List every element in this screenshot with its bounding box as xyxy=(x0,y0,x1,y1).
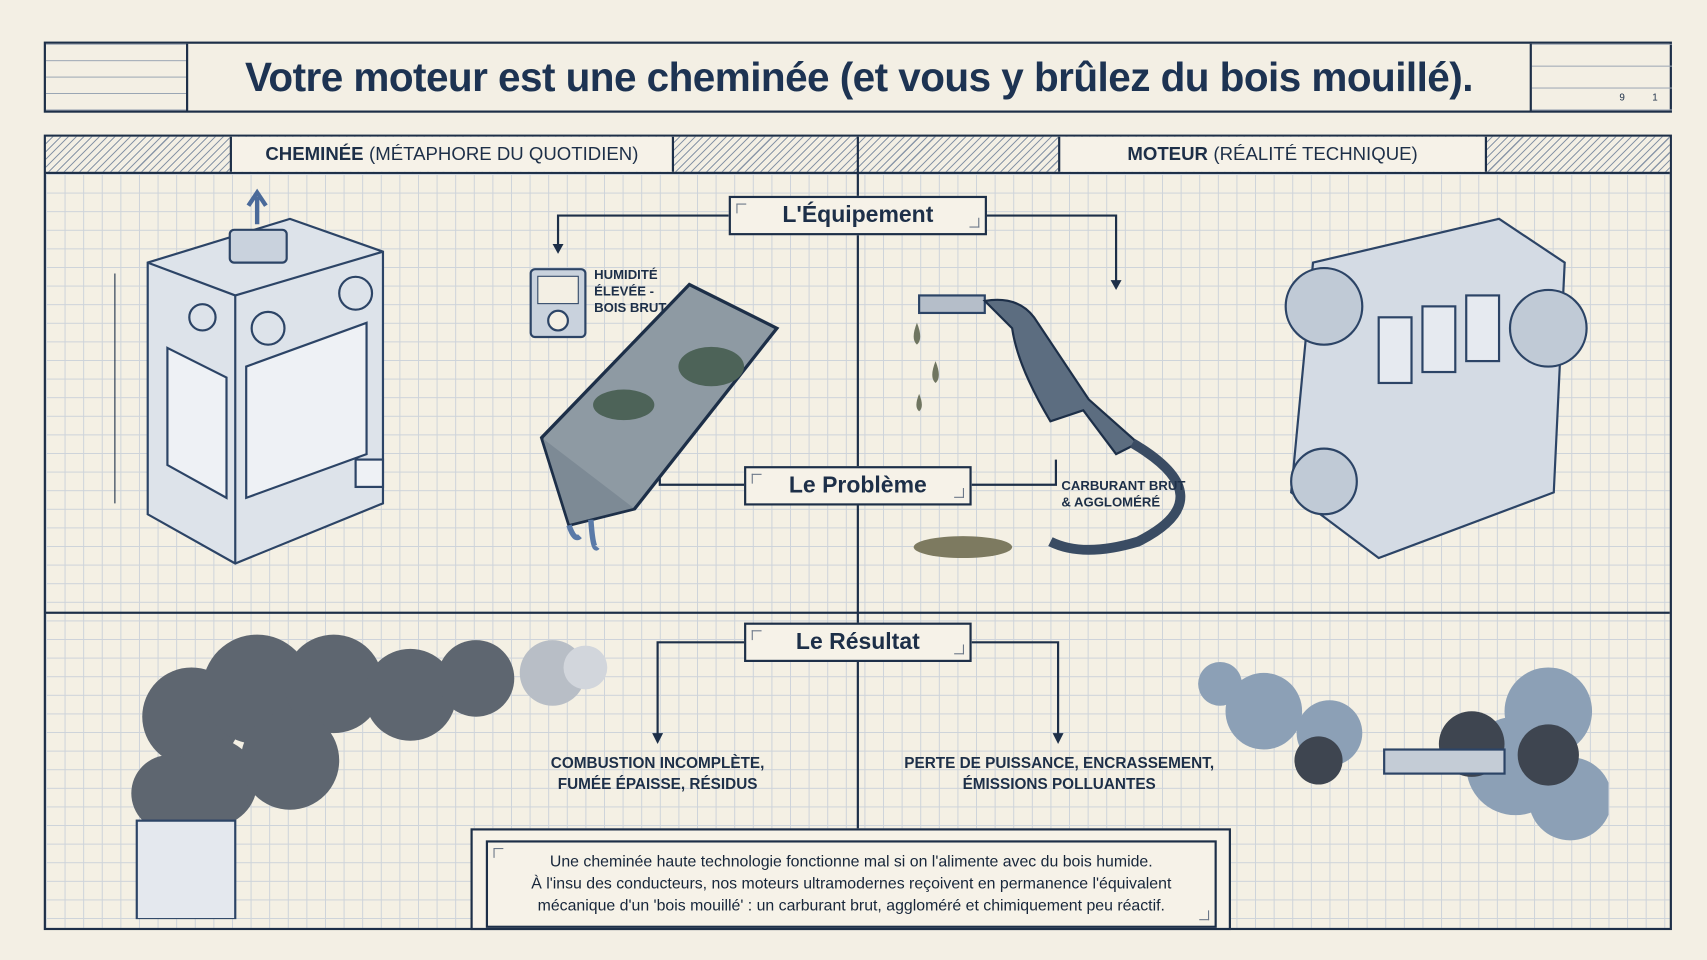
fuel-nozzle-illustration xyxy=(913,294,1186,559)
humidity-gauge-icon xyxy=(529,268,587,339)
section-divider xyxy=(45,611,1670,614)
stove-illustration xyxy=(114,188,385,565)
engine-illustration xyxy=(1284,217,1588,560)
fuel-label: CARBURANT BRUT& AGGLOMÉRÉ xyxy=(1061,478,1186,510)
sheet-total: 1 xyxy=(1652,91,1658,103)
result-moteur: PERTE DE PUISSANCE, ENCRASSEMENT,ÉMISSIO… xyxy=(904,753,1215,793)
stage-label-problem: Le Problème xyxy=(744,466,972,506)
chimney-smoke-illustration xyxy=(131,634,608,920)
exhaust-smoke-illustration xyxy=(1198,661,1609,841)
title-info-right: 9 1 xyxy=(1529,43,1672,111)
stage-label-equipment: L'Équipement xyxy=(728,195,987,236)
header-moteur: MOTEUR(RÉALITÉ TECHNIQUE) xyxy=(1058,136,1488,172)
result-cheminee: COMBUSTION INCOMPLÈTE,FUMÉE ÉPAISSE, RÉS… xyxy=(550,753,765,793)
wet-log-illustration xyxy=(539,282,780,551)
page-title: Votre moteur est une cheminée (et vous y… xyxy=(244,54,1474,100)
summary-box: Une cheminée haute technologie fonctionn… xyxy=(485,840,1217,928)
title-info-left xyxy=(45,43,189,111)
sheet-number: 9 xyxy=(1619,91,1625,103)
stage-label-result: Le Résultat xyxy=(744,622,972,662)
header-cheminee: CHEMINÉE(MÉTAPHORE DU QUOTIDIEN) xyxy=(229,136,675,172)
